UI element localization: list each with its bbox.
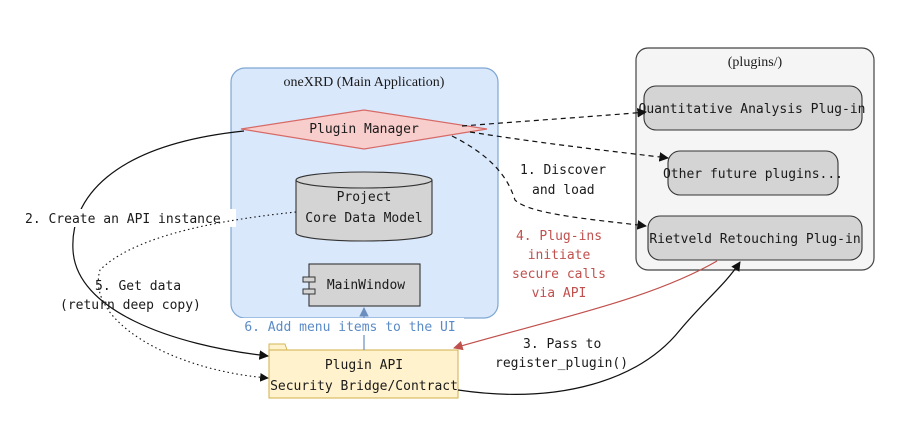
edge-add-menu-label-bg [236, 318, 464, 335]
plugin-rietveld-label: Rietveld Retouching Plug-in [649, 232, 860, 247]
edge-create-api-instance [72, 130, 269, 360]
plugins-folder-title: (plugins/) [728, 55, 783, 70]
plugin-api-label-line1: Plugin API [325, 358, 403, 373]
main-application-title: oneXRD (Main Application) [284, 75, 445, 90]
edge-create-api-label: 2. Create an API instance [25, 212, 221, 227]
core-data-model-label-line2: Core Data Model [305, 211, 422, 226]
edge-get-data-label-line1: 5. Get data [95, 279, 181, 294]
plugin-api-node: Plugin API Security Bridge/Contract [268, 343, 459, 399]
plugin-future-label: Other future plugins... [663, 167, 843, 182]
edge-get-data [97, 211, 297, 382]
plugin-quantitative-label: Quantitative Analysis Plug-in [639, 102, 866, 117]
edge-discover-and-load [451, 107, 669, 230]
edge-register-label-line2: register_plugin() [495, 356, 628, 371]
plugin-manager-node: Plugin Manager [240, 109, 488, 150]
edge-add-menu-label: 6. Add menu items to the UI [244, 320, 455, 335]
plugin-rietveld-node: Rietveld Retouching Plug-in [647, 215, 863, 261]
edge-get-data-label-line2: (return deep copy) [60, 298, 201, 313]
component-port-icon [302, 276, 316, 283]
main-window-label: MainWindow [327, 278, 405, 293]
edge-discover-label-line2: and load [532, 183, 595, 198]
edge-register-plugin [457, 261, 741, 395]
edge-secure-calls-label-line1: 4. Plug-ins [516, 229, 602, 244]
edge-create-api-label-bg [24, 209, 236, 227]
edge-register-label-line1: 3. Pass to [523, 337, 601, 352]
edge-secure-calls-label-line2: initiate [528, 248, 591, 263]
main-window-node: MainWindow [302, 263, 421, 307]
edge-secure-calls [453, 260, 718, 351]
edge-discover-label-line1: 1. Discover [520, 163, 606, 178]
edge-secure-calls-label-line3: secure calls [512, 267, 606, 282]
plugin-api-label-line2: Security Bridge/Contract [270, 379, 458, 394]
plugin-quantitative-node: Quantitative Analysis Plug-in [639, 85, 866, 131]
core-data-model-node: Project Core Data Model [295, 171, 433, 242]
plugin-future-node: Other future plugins... [663, 150, 843, 196]
component-port-icon [302, 288, 316, 295]
edge-secure-calls-label-line4: via API [532, 286, 587, 301]
core-data-model-label-line1: Project [337, 190, 392, 205]
plugin-manager-label: Plugin Manager [309, 122, 419, 137]
